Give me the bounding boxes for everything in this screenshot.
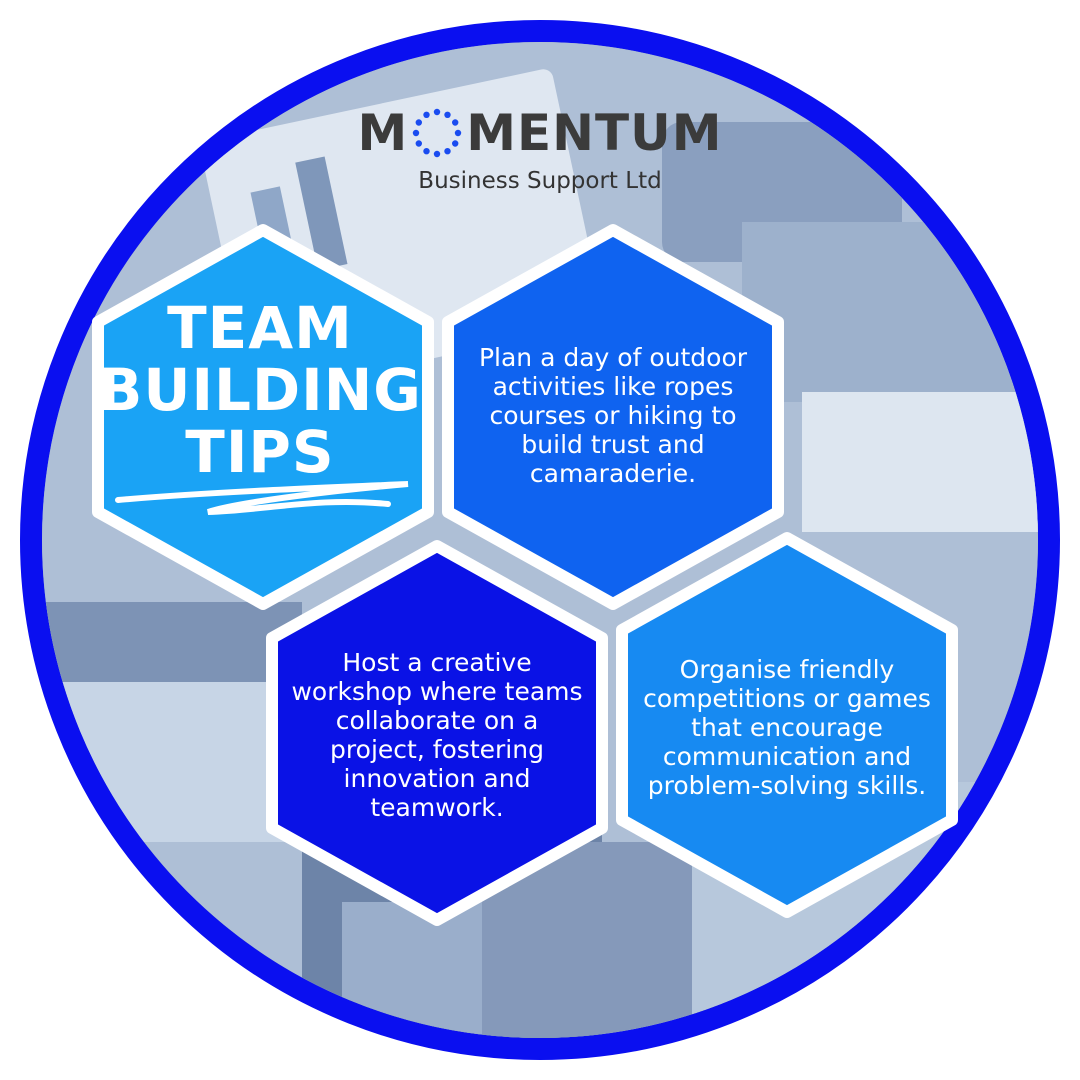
title-line-2: BUILDING: [98, 356, 422, 424]
title-line-3: TIPS: [185, 418, 335, 486]
tip-2-text: Host a creative workshop where teams col…: [291, 648, 583, 822]
tip-hexagon-3: [616, 532, 958, 918]
logo-letters-mentum: MENTUM: [466, 104, 723, 162]
tip-hexagon-2: [266, 540, 608, 926]
title-line-1: TEAM: [167, 294, 353, 362]
tip-3-text: Organise friendly competitions or games …: [643, 654, 931, 800]
logo-tagline: Business Support Ltd: [418, 168, 662, 194]
logo-wordmark: M MENTUM: [358, 104, 723, 162]
title-text: TEAM BUILDING TIPS: [98, 290, 422, 490]
logo: M MENTUM Business Support Ltd: [0, 104, 1080, 194]
swoosh-underline: [115, 481, 409, 515]
dotted-ring-icon: [413, 108, 462, 158]
logo-letter-m: M: [357, 104, 409, 162]
title-hexagon: [92, 224, 434, 610]
tip-1-text: Plan a day of outdoor activities like ro…: [478, 342, 748, 488]
tip-hexagon-1: [442, 224, 784, 610]
